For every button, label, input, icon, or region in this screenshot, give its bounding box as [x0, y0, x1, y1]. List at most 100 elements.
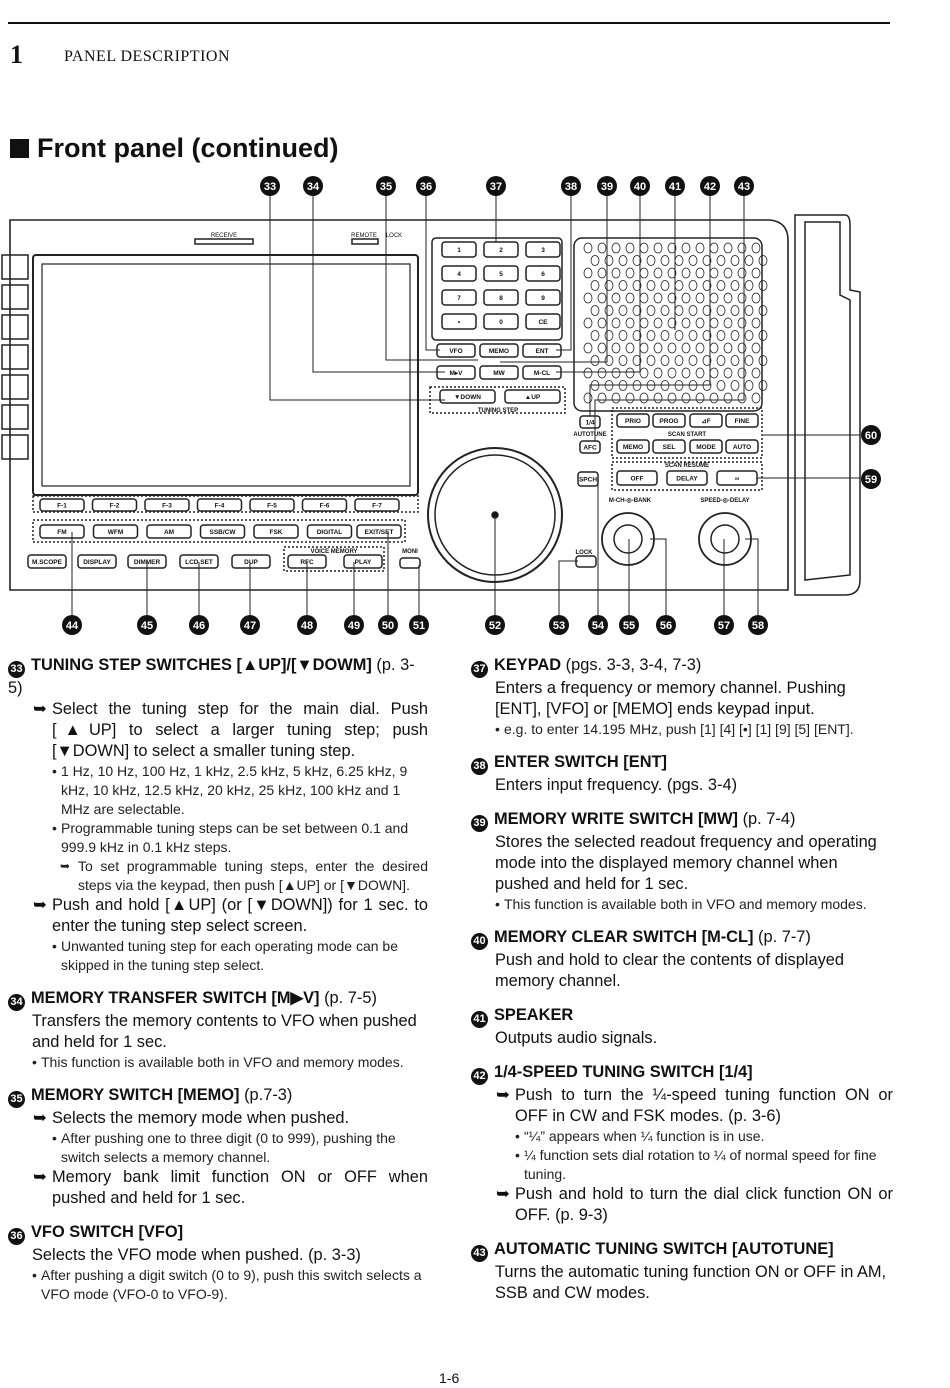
fkey-button — [196, 498, 243, 512]
callout-number: 42 — [704, 181, 716, 193]
description-text: Transfers the memory contents to VFO whe… — [32, 1012, 417, 1051]
key-button — [483, 241, 519, 258]
mode-frame — [32, 519, 406, 543]
speaker-hole — [618, 280, 628, 291]
bottom-key-button — [77, 554, 117, 569]
mode-key-label: SSB/CW — [210, 529, 237, 536]
speaker-hole — [681, 267, 691, 279]
speaker-hole — [625, 392, 635, 404]
memo2-label: MEMO — [623, 444, 643, 451]
speaker-hole — [639, 367, 649, 379]
speaker-hole — [625, 267, 635, 279]
speaker-hole — [695, 242, 705, 254]
leader-line — [594, 196, 745, 441]
bottom-key-button — [27, 554, 67, 569]
callout-badge — [549, 615, 569, 635]
mode-button — [689, 439, 723, 454]
memo-label: MEMO — [489, 348, 509, 355]
fkey-button — [249, 498, 295, 512]
down-label: ▼DOWN — [454, 394, 481, 401]
mch-knob-outer — [601, 512, 655, 566]
fine-label: FINE — [735, 418, 750, 425]
item-name: MEMORY WRITE SWITCH [MW] — [494, 810, 739, 828]
callout-number: 39 — [471, 815, 488, 832]
speaker-hole — [583, 392, 593, 404]
description-text: Stores the selected readout frequency an… — [495, 833, 877, 893]
callout-badge — [416, 176, 436, 196]
fkey-frame — [32, 495, 419, 513]
delay-label: DELAY — [676, 476, 698, 483]
callout-number: 45 — [141, 620, 153, 632]
note-text: After pushing a digit switch (0 to 9), p… — [8, 1266, 428, 1304]
page-ref: (p. 7-5) — [319, 989, 377, 1007]
callout-number: 58 — [752, 620, 764, 632]
speaker-hole — [758, 355, 768, 366]
speaker-hole — [590, 330, 600, 341]
callout-badge — [588, 615, 608, 635]
instruction-text: Push to turn the ¼-speed tuning function… — [471, 1085, 893, 1127]
speaker-hole — [681, 367, 691, 379]
callout-number: 47 — [244, 620, 256, 632]
df-label: ⊿F — [701, 418, 710, 425]
key-button — [441, 289, 477, 306]
callout-badge — [376, 176, 396, 196]
speaker-hole — [688, 280, 698, 291]
side-tab — [1, 254, 29, 280]
speaker-hole — [611, 367, 621, 379]
callout-number: 36 — [8, 1228, 25, 1245]
speaker-hole — [688, 255, 698, 266]
tuning-step-label: TUNING STEP — [478, 408, 518, 414]
callout-number: 55 — [623, 620, 635, 632]
callout-badge — [260, 176, 280, 196]
speaker-hole — [702, 255, 712, 266]
callout-badge — [619, 615, 639, 635]
speaker-hole — [744, 305, 754, 316]
remote-label: REMOTE — [351, 233, 377, 239]
speaker-hole — [744, 355, 754, 366]
prog-button — [652, 413, 686, 428]
speaker-hole — [667, 392, 677, 404]
callout-badge — [137, 615, 157, 635]
speaker-hole — [751, 342, 761, 354]
speaker-hole — [723, 392, 733, 404]
speaker-hole — [702, 280, 712, 291]
speaker-hole — [716, 305, 726, 316]
fkey-label: F-6 — [320, 503, 330, 510]
fine-button — [725, 413, 759, 428]
callout-number: 50 — [382, 620, 394, 632]
item-name: KEYPAD — [494, 656, 562, 674]
key-button — [525, 289, 561, 306]
speaker-hole — [646, 330, 656, 341]
callout-number: 39 — [601, 181, 613, 193]
speaker-hole — [604, 305, 614, 316]
key-button — [441, 313, 477, 330]
key-button — [441, 241, 477, 258]
instruction-text: Push and hold to turn the dial click fun… — [471, 1184, 893, 1226]
speaker-hole — [653, 392, 663, 404]
callout-badge — [734, 176, 754, 196]
speaker-hole — [667, 242, 677, 254]
speaker-hole — [730, 305, 740, 316]
bottom-key-label: DUP — [244, 559, 258, 566]
callout-badge — [378, 615, 398, 635]
key-button — [441, 265, 477, 282]
speaker-hole — [618, 255, 628, 266]
callout-number: 40 — [634, 181, 646, 193]
speaker-hole — [597, 367, 607, 379]
note-text: “¼” appears when ¼ function is in use. — [471, 1127, 893, 1146]
callout-number: 56 — [660, 620, 672, 632]
speaker-hole — [702, 355, 712, 366]
speed-knob-outer — [698, 512, 752, 566]
speaker-hole — [751, 292, 761, 304]
speaker-hole — [597, 292, 607, 304]
fkey-button — [144, 498, 190, 512]
speaker-hole — [709, 317, 719, 329]
fkey-button — [354, 498, 400, 512]
